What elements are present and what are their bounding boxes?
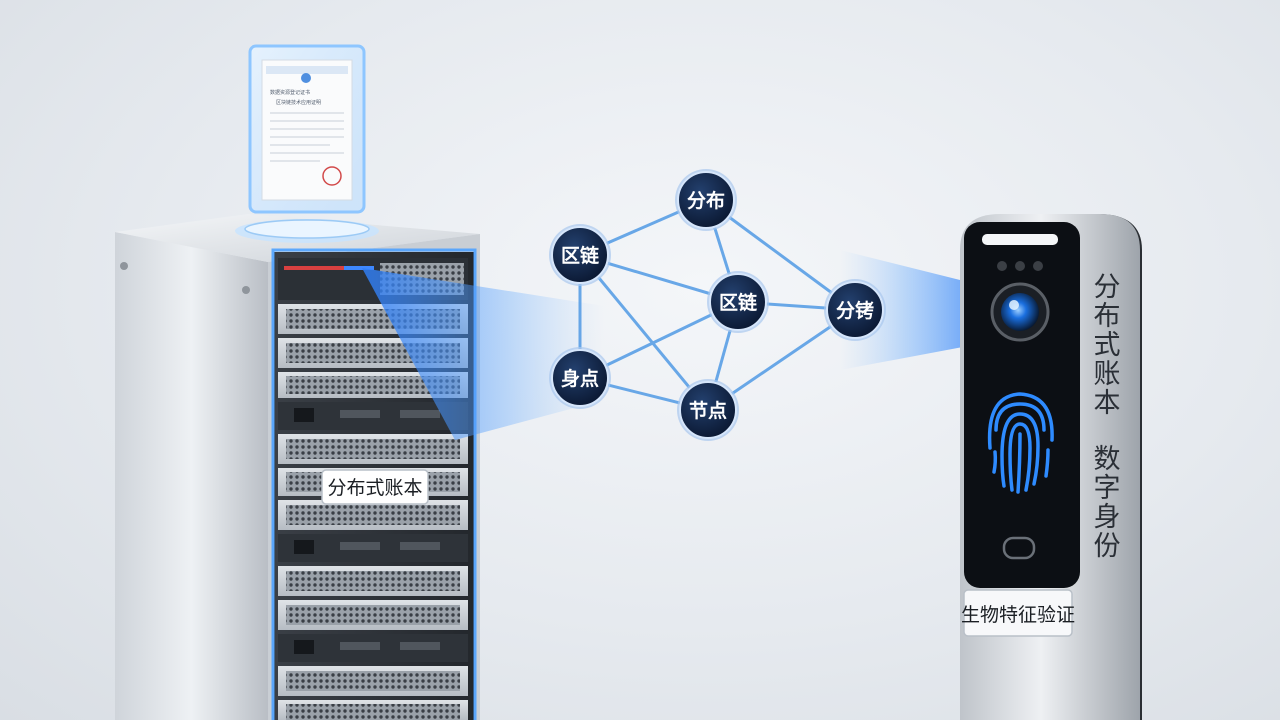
terminal-tag: [963, 589, 1073, 637]
camera-lens-icon: [990, 282, 1050, 342]
network-node-label: 区链: [719, 291, 757, 314]
fingerprint-icon: [987, 392, 1054, 494]
network-node: 节点: [677, 379, 739, 441]
network-node: 分布: [675, 169, 737, 231]
certificate-line-1: 数据资源登记证书: [270, 89, 310, 96]
network-node-label: 分铐: [836, 299, 874, 322]
network-node: 分铐: [824, 279, 886, 341]
server-data-beam: [362, 268, 604, 440]
terminal-vertical-label-2: 数字身份: [1094, 444, 1123, 562]
certificate-line-2: 区块链技术应用证明: [276, 99, 321, 106]
network-node-label: 分布: [687, 189, 725, 212]
network-nodes: 分布 区链 区链 分铐 身点 节点: [549, 169, 886, 441]
terminal-tag-label: 生物特征验证: [961, 604, 1075, 626]
certificate-seal: [322, 166, 342, 186]
network-node-label: 区链: [561, 244, 599, 267]
server-blades: [278, 304, 468, 720]
network-node-label: 身点: [561, 367, 599, 390]
network-node: 身点: [549, 347, 611, 409]
network-node-label: 节点: [689, 400, 727, 422]
terminal-button: [1002, 536, 1036, 560]
rack-glow-outline: [271, 248, 477, 720]
network-node: 区链: [707, 271, 769, 333]
certificate-display: 数据资源登记证书 区块链技术应用证明: [235, 44, 379, 243]
terminal-light-bar: [982, 234, 1058, 245]
server-tag: 分布式账本: [321, 469, 429, 505]
server-tag-label: 分布式账本: [327, 477, 422, 499]
terminal-vertical-label-1: 分布式账本: [1094, 272, 1123, 419]
network-node: 区链: [549, 224, 611, 286]
biometric-terminal: 分布式账本 数字身份 生物特征验证: [960, 214, 1142, 720]
